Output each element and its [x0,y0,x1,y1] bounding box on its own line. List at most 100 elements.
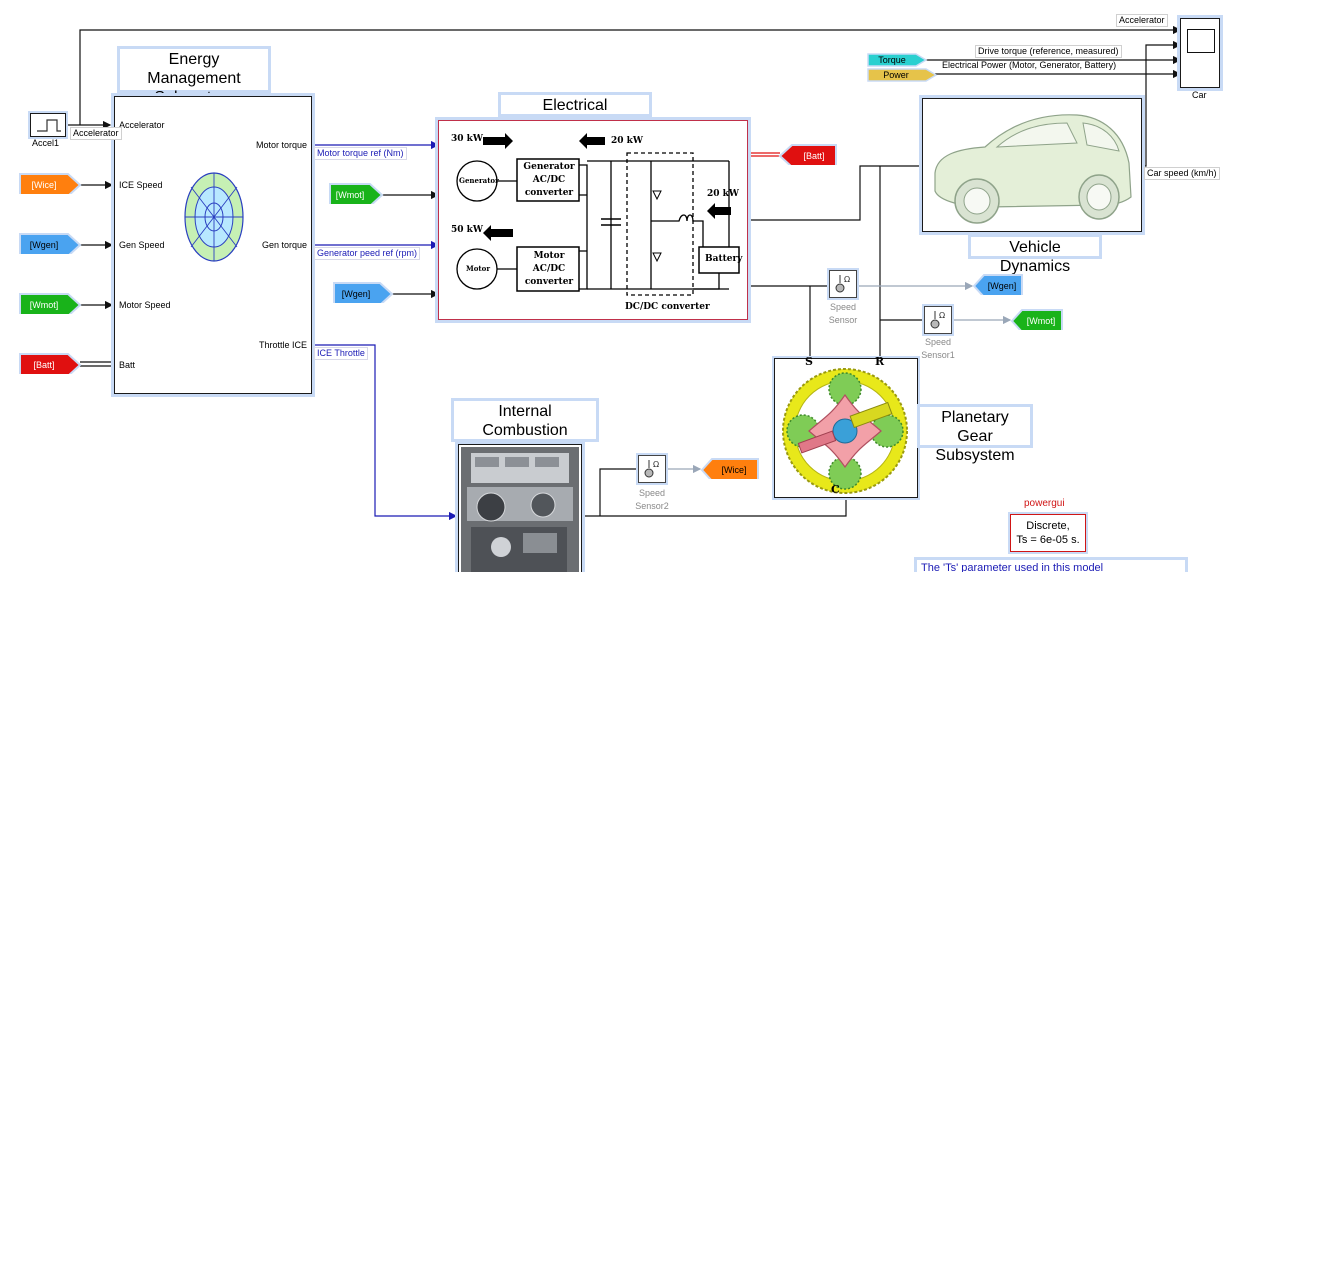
speed-sensor2-label: Speed Sensor2 [628,487,676,513]
engine-photo-icon [461,447,579,572]
motor-label: Motor [466,264,491,273]
tag-torque-text: Torque [878,55,906,65]
power-20kw-top: 20 kW [611,136,644,146]
planetary-port-r: R [875,355,885,368]
gen-conv-line1: Generator [523,162,575,172]
ems-input-motor-speed: Motor Speed [119,300,171,310]
speed-sensor-block[interactable]: Ω [829,270,857,298]
signal-electrical-power: Electrical Power (Motor, Generator, Batt… [942,60,1117,70]
tag-wgen-out-text: [Wgen] [988,281,1017,291]
signal-motor-torque-ref: Motor torque ref (Nm) [314,147,407,160]
generator-label: Generator [459,176,499,185]
car-icon [934,114,1132,224]
tag-wice-left-text: [Wice] [31,180,56,190]
ems-input-batt: Batt [119,360,136,370]
ems-title: Energy Management Subsystem [117,46,271,106]
step-source-icon [37,119,61,132]
tag-batt-out-text: [Batt] [803,151,824,161]
signal-car-speed: Car speed (km/h) [1144,167,1220,180]
gen-conv-line3: converter [524,188,574,198]
powergui-line1: Discrete, [1026,520,1070,532]
planetary-title-line1: Planetary Gear [941,409,1009,445]
mot-conv-line3: converter [524,277,574,287]
planetary-gear-block[interactable]: S R C [774,355,918,498]
accel-signal-label: Accelerator [70,127,122,140]
sensor1-line1: Speed [924,337,952,347]
battery-label: Battery [705,254,743,264]
car-scope-block[interactable] [1180,18,1220,88]
ems-title-line1: Energy Management [147,51,241,87]
ems-output-gen-torque: Gen torque [261,240,307,250]
sensor0-line2: Sensor [828,315,858,325]
signal-ice-throttle: ICE Throttle [314,347,368,360]
tag-power-text: Power [883,70,909,80]
mot-conv-line1: Motor [533,251,565,261]
tag-batt-left[interactable]: [Batt] [18,352,82,374]
power-50kw: 50 kW [451,225,484,235]
signal-generator-speed-ref: Generator peed ref (rpm) [314,247,421,260]
accel-step-block[interactable] [30,113,66,137]
ems-input-ice-speed: ICE Speed [119,180,163,190]
tag-torque[interactable]: Torque [866,52,928,74]
ems-output-throttle-ice: Throttle ICE [258,340,307,350]
tag-wice-out-text: [Wice] [721,465,746,475]
sensor2-line1: Speed [638,488,666,498]
vehicle-dynamics-block[interactable] [922,98,1142,232]
tag-batt-out[interactable]: [Batt] [778,143,840,165]
signal-drive-torque: Drive torque (reference, measured) [975,45,1122,58]
tag-batt-left-text: [Batt] [33,360,54,370]
sensor0-omega: Ω [844,275,850,284]
tag-wgen-left[interactable]: [Wgen] [18,232,82,254]
tag-wgen-in-text: [Wgen] [342,289,371,299]
tag-wgen-left-text: [Wgen] [30,240,59,250]
motor-converter-label: Motor AC/DC converter [518,250,580,289]
dcdc-label: DC/DC converter [625,302,710,312]
tag-wmot-left[interactable]: [Wmot] [18,292,82,314]
electrical-title: Electrical Subsystem [498,92,652,133]
power-20kw-battery: 20 kW [707,189,740,199]
ts-note-text: The 'Ts' parameter used in this model [921,562,1104,572]
energy-management-icon [184,172,244,262]
tag-wice-out[interactable]: [Wice] [700,457,760,479]
tag-wmot-left-text: [Wmot] [30,300,59,310]
tag-wmot-in[interactable]: [Wmot] [328,182,384,204]
sensor2-line2: Sensor2 [635,501,669,511]
simulink-canvas[interactable]: Energy Management Subsystem Accelerator … [0,0,1332,572]
ems-output-motor-torque: Motor torque [255,140,307,150]
mot-conv-line2: AC/DC [532,264,566,274]
signal-accelerator-scope: Accelerator [1116,14,1168,27]
tag-wgen-in[interactable]: [Wgen] [332,281,394,303]
generator-converter-label: Generator AC/DC converter [518,161,580,200]
speed-sensor2-block[interactable]: Ω [638,455,666,483]
accel-block-name: Accel1 [32,138,60,148]
speed-sensor1-icon: Ω [930,311,945,329]
wiring-layer [68,25,1182,521]
speed-sensor-icon: Ω [835,275,850,293]
tag-wgen-out[interactable]: [Wgen] [972,273,1024,295]
ems-input-accelerator: Accelerator [119,120,165,130]
tag-wmot-out[interactable]: [Wmot] [1010,308,1064,330]
tag-wmot-in-text: [Wmot] [336,190,365,200]
vehicle-dynamics-title: Vehicle Dynamics [968,234,1102,275]
scope-name: Car [1192,90,1207,100]
planetary-title: Planetary Gear Subsystem [917,404,1033,464]
energy-management-block[interactable]: Accelerator ICE Speed Gen Speed Motor Sp… [114,96,312,394]
power-30kw: 30 kW [451,134,484,144]
tag-wice-left[interactable]: [Wice] [18,172,82,194]
planetary-port-c: C [831,483,840,496]
wire-accel-scope [79,25,1182,125]
powergui-block[interactable]: Discrete, Ts = 6e-05 s. [1010,514,1086,552]
engine-title-line1: Internal Combustion [482,403,568,439]
sensor2-omega: Ω [653,460,659,469]
ice-engine-block[interactable] [458,444,582,572]
scope-icon [1187,29,1215,53]
speed-sensor1-block[interactable]: Ω [924,306,952,334]
gen-conv-line2: AC/DC [532,175,566,185]
electrical-subsystem-block[interactable]: 30 kW 20 kW 50 kW 20 kW Generator Motor … [438,120,748,320]
engine-title: Internal Combustion Engine [451,398,599,458]
speed-sensor2-icon: Ω [644,460,659,478]
tag-power[interactable]: Power [866,67,938,89]
speed-sensor1-label: Speed Sensor1 [914,336,962,362]
planetary-title-line2: Subsystem [935,447,1015,464]
sensor1-line2: Sensor1 [921,350,955,360]
